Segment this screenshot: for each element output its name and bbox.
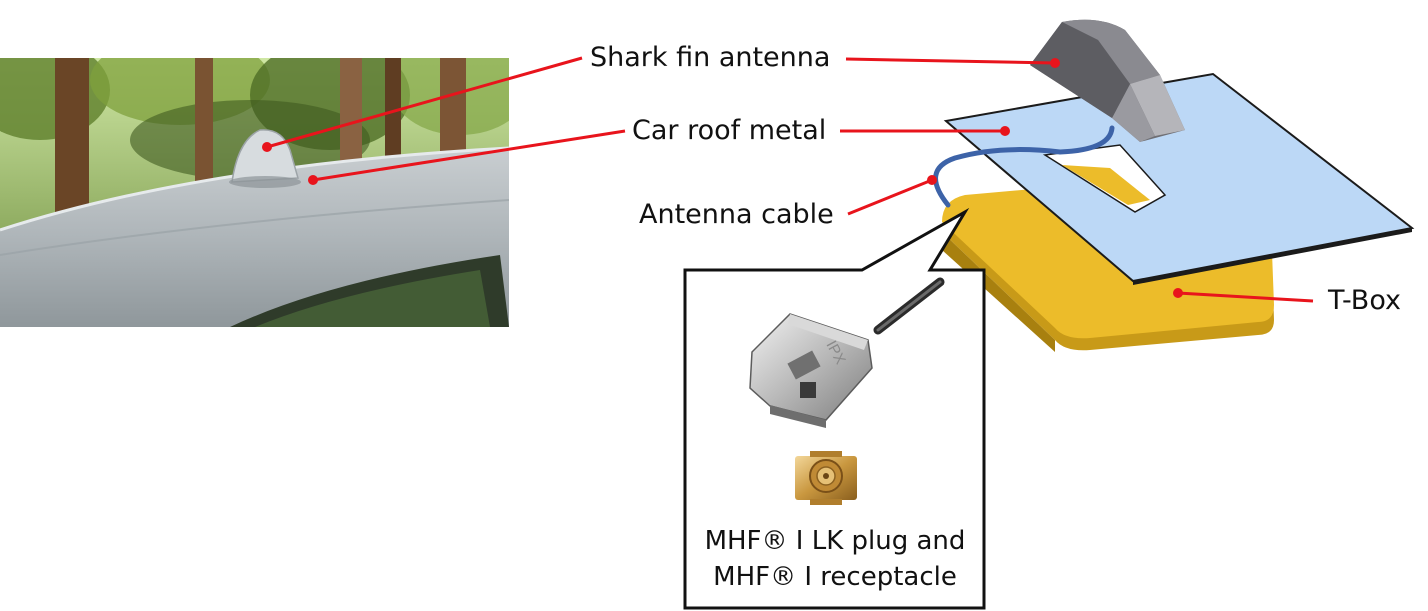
- callout-caption-line-1: MHF® I LK plug and: [704, 526, 966, 556]
- leader-shark-fin-photo: [266, 56, 583, 149]
- antenna-cable-icon: [933, 125, 1115, 208]
- roof-plate-icon: [943, 72, 1415, 285]
- mhf-plug-icon: IPX: [749, 313, 873, 428]
- leader-shark-fin-diagram: [845, 57, 1056, 65]
- leader-lines: [266, 56, 1314, 303]
- leader-cable-diagram: [847, 178, 933, 216]
- label-car-roof-metal: Car roof metal: [632, 115, 827, 146]
- label-antenna-cable: Antenna cable: [639, 199, 834, 230]
- callout-caption-line-2: MHF® I receptacle: [713, 562, 957, 592]
- leader-dots: [262, 58, 1183, 298]
- car-roof-photo: [0, 58, 509, 327]
- label-t-box: T-Box: [1328, 285, 1401, 316]
- label-shark-fin-antenna: Shark fin antenna: [590, 42, 831, 73]
- mhf-receptacle-icon: [795, 451, 857, 505]
- shark-fin-antenna-icon: [1030, 19, 1185, 142]
- leader-t-box-diagram: [1177, 291, 1314, 303]
- leader-roof-photo: [312, 129, 626, 182]
